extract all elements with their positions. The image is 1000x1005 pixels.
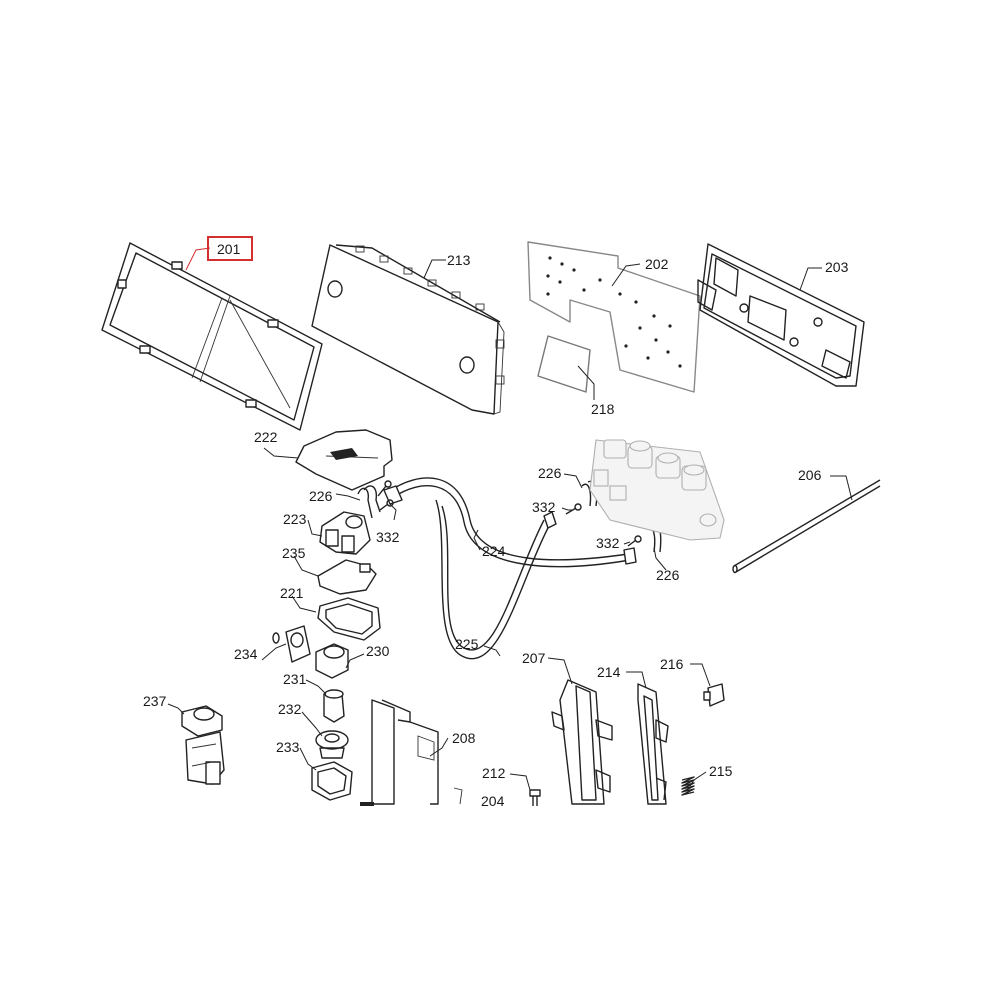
callout-332[interactable]: 332	[596, 535, 620, 551]
callout-202[interactable]: 202	[645, 256, 669, 272]
callout-226[interactable]: 226	[538, 465, 562, 481]
callout-216[interactable]: 216	[660, 656, 684, 672]
part-221-gasket-tray[interactable]	[317, 597, 381, 641]
callout-226[interactable]: 226	[656, 567, 680, 583]
callout-332[interactable]: 332	[532, 499, 556, 515]
callout-232[interactable]: 232	[278, 701, 302, 717]
callout-233[interactable]: 233	[276, 739, 300, 755]
callout-221[interactable]: 221	[280, 585, 304, 601]
callout-224[interactable]: 224	[482, 543, 506, 559]
part-214-rail[interactable]	[637, 683, 669, 805]
callout-labels: 201 213 202 203 218 222 226 332 223 235 …	[143, 241, 849, 809]
part-207-bracket[interactable]	[551, 679, 613, 805]
part-218-pad[interactable]	[537, 335, 591, 393]
part-332-clip-right[interactable]	[565, 503, 582, 515]
part-215-spring[interactable]	[681, 776, 695, 796]
callout-207[interactable]: 207	[522, 650, 546, 666]
part-234-flap[interactable]	[272, 625, 311, 663]
part-202-board[interactable]	[527, 241, 701, 393]
callout-206[interactable]: 206	[798, 467, 822, 483]
callout-214[interactable]: 214	[597, 664, 621, 680]
leader-lines	[167, 247, 853, 791]
callout-223[interactable]: 223	[283, 511, 307, 527]
part-222-cover-plate[interactable]	[295, 429, 393, 491]
callout-213[interactable]: 213	[447, 252, 471, 268]
part-201-frame[interactable]	[101, 242, 323, 431]
callout-203[interactable]: 203	[825, 259, 849, 275]
part-216-clip[interactable]	[703, 683, 725, 707]
callout-235[interactable]: 235	[282, 545, 306, 561]
callout-332[interactable]: 332	[376, 529, 400, 545]
callout-201[interactable]: 201	[217, 241, 241, 257]
callout-208[interactable]: 208	[452, 730, 476, 746]
part-223-valve-body[interactable]	[319, 511, 371, 555]
part-231-plunger[interactable]	[323, 689, 345, 723]
callout-237[interactable]: 237	[143, 693, 167, 709]
part-203-gasket[interactable]	[697, 243, 865, 387]
callout-212[interactable]: 212	[482, 765, 506, 781]
part-232-ring[interactable]	[315, 730, 349, 759]
callout-215[interactable]: 215	[709, 763, 733, 779]
solenoid-valve-block-ghost	[589, 439, 725, 541]
callout-204[interactable]: 204	[481, 793, 505, 809]
part-332-clip-left[interactable]	[377, 480, 394, 511]
part-206-rod[interactable]	[732, 479, 881, 574]
callout-230[interactable]: 230	[366, 643, 390, 659]
part-233-bracket[interactable]	[311, 761, 353, 801]
part-230-coil[interactable]	[315, 643, 349, 679]
highlight-box-201	[207, 236, 253, 261]
part-208-bracket[interactable]	[360, 699, 463, 806]
callout-218[interactable]: 218	[591, 401, 615, 417]
part-237-valve[interactable]	[181, 705, 225, 785]
part-224-hose[interactable]	[383, 477, 637, 660]
part-213-cover[interactable]	[311, 244, 505, 415]
callout-231[interactable]: 231	[283, 671, 307, 687]
part-212-screw[interactable]	[529, 789, 541, 806]
part-226-clip-left[interactable]	[357, 485, 381, 519]
callout-234[interactable]: 234	[234, 646, 258, 662]
callout-222[interactable]: 222	[254, 429, 278, 445]
callout-226[interactable]: 226	[309, 488, 333, 504]
callout-225[interactable]: 225	[455, 636, 479, 652]
part-332-clip-lower[interactable]	[627, 535, 642, 547]
part-235-plate[interactable]	[317, 559, 377, 595]
